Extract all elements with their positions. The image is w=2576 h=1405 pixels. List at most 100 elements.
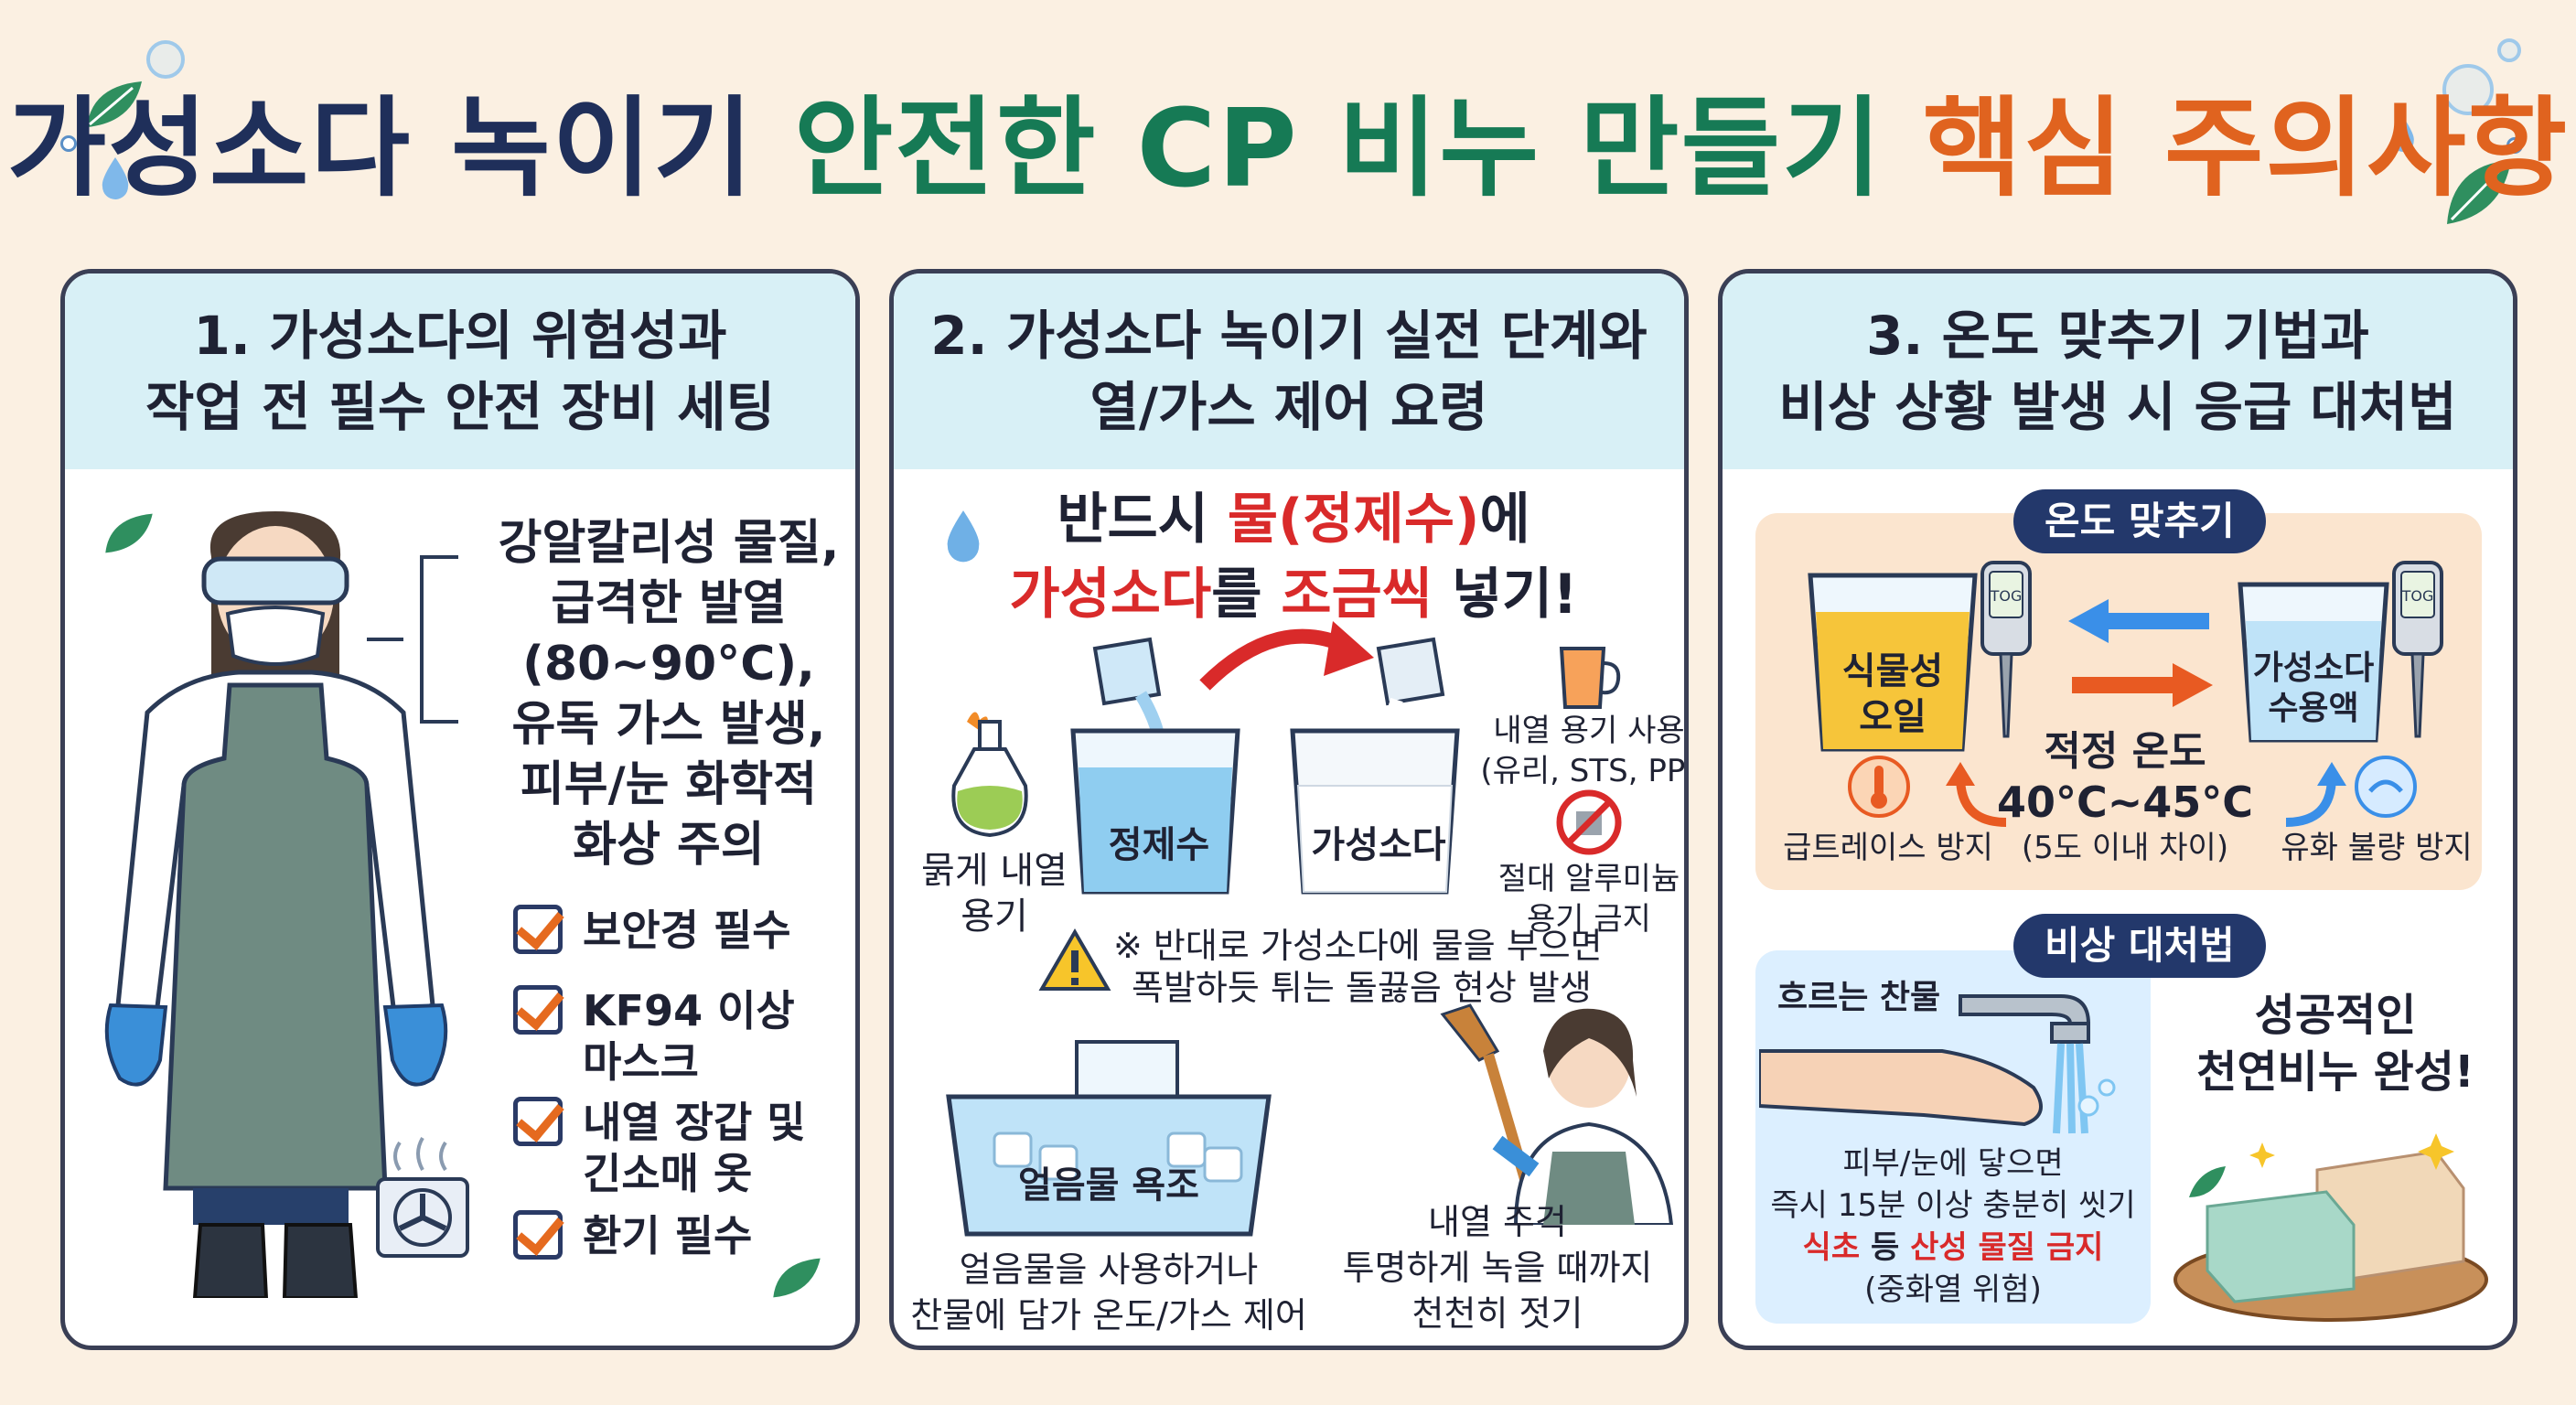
emergency-highlight: 식초 — [1802, 1229, 1861, 1266]
checkbox-checked-icon — [513, 1210, 563, 1260]
ice-bath-caption-line: 찬물에 담가 온도/가스 제어 — [910, 1295, 1307, 1335]
curved-arrow-icon — [2285, 762, 2346, 827]
curved-arrow-icon — [1946, 762, 2007, 827]
thermometer-icon: TOG — [1980, 561, 2032, 738]
no-aluminum-icon — [1556, 789, 1622, 855]
checklist-label: 내열 장갑 및 — [583, 1098, 806, 1147]
title-part-1: 가성소다 녹이기 — [6, 85, 794, 211]
checklist-label: 보안경 필수 — [583, 906, 791, 955]
leaf-icon — [87, 81, 142, 127]
oil-bottle-icon — [951, 712, 1028, 838]
ice-bath-caption-line: 얼음물을 사용하거나 — [959, 1249, 1259, 1290]
emergency-line: 등 — [1860, 1229, 1911, 1266]
oil-beaker-line: 식물성 — [1841, 650, 1944, 692]
water-drop-icon — [947, 510, 980, 563]
target-title: 적정 온도 — [2044, 728, 2206, 775]
dot-decoration — [60, 135, 77, 152]
bubble-decoration — [2497, 38, 2521, 62]
dot-decoration — [2506, 137, 2523, 154]
panel-2-heading: 2. 가성소다 녹이기 실전 단계와 열/가스 제어 요령 — [894, 273, 1684, 469]
orange-arrow-icon — [2072, 663, 2213, 707]
lye-beaker-label: 가성소다 수용액 — [2231, 649, 2396, 729]
bubble-decoration — [146, 40, 185, 79]
target-temperature: 적정 온도 40°C~45°C (5도 이내 차이) — [1970, 727, 2281, 868]
cold-emulsion-icon — [2355, 756, 2417, 818]
red-arrow-icon — [1199, 621, 1374, 691]
thermometer-readout: TOG — [1990, 587, 2023, 605]
rule-highlight: 가성소다 — [1009, 563, 1212, 627]
hot-thermometer-icon — [1848, 756, 1910, 818]
rule-text: 넣기! — [1432, 563, 1578, 627]
checklist-label: KF94 이상 — [583, 986, 795, 1035]
oil-container-label: 묽게 내열 용기 — [903, 848, 1086, 939]
right-note: 유화 불량 방지 — [2281, 830, 2473, 866]
rule-highlight: 조금씩 — [1281, 563, 1433, 627]
stir-line: 내열 주걱 — [1428, 1202, 1567, 1242]
hazard-line: 강알칼리성 물질, — [498, 516, 840, 571]
panel-2-heading-line-2: 열/가스 제어 요령 — [1089, 376, 1488, 438]
hazard-line: (80~90°C), — [522, 637, 815, 692]
checkbox-checked-icon — [513, 905, 563, 954]
warning-icon — [1038, 928, 1111, 991]
beaker-water-label: 정제수 — [1108, 824, 1210, 866]
soap-bars-illustration — [2174, 1133, 2488, 1322]
stirring-person-illustration — [1440, 1003, 1674, 1225]
emergency-text: 피부/눈에 닿으면 즉시 15분 이상 충분히 씻기 식초 등 산성 물질 금지… — [1755, 1142, 2151, 1311]
panel-1-heading-line-2: 작업 전 필수 안전 장비 세팅 — [145, 376, 775, 438]
page-title: 가성소다 녹이기 안전한 CP 비누 만들기 핵심 주의사항 — [0, 84, 2576, 212]
panel-3-heading-line-1: 3. 온도 맞추기 기법과 — [1866, 305, 2369, 367]
checklist-item: 보안경 필수 — [513, 905, 791, 956]
thermometer-icon: TOG — [2392, 561, 2443, 738]
water-drop-icon — [102, 157, 129, 199]
rule-highlight: 물(정제수) — [1227, 488, 1480, 552]
target-note: (5도 이내 차이) — [2021, 830, 2229, 866]
title-part-3: 핵심 주의사항 — [1922, 85, 2570, 211]
panel-safety-equipment: 1. 가성소다의 위험성과 작업 전 필수 안전 장비 세팅 강알칼리성 물질,… — [60, 269, 860, 1350]
oil-label-line: 묽게 내열 — [921, 850, 1068, 892]
oil-beaker-line: 오일 — [1859, 696, 1927, 738]
warning-text: ※ 반대로 가성소다에 물을 부으면 폭발하듯 튀는 돌끓음 현상 발생 — [1113, 925, 1684, 1009]
warning-line: 폭발하듯 튀는 돌끓음 현상 발생 — [1132, 968, 1592, 1008]
oil-beaker-label: 식물성 오일 — [1801, 649, 1984, 740]
ice-bath-icon — [946, 1040, 1272, 1237]
blue-arrow-icon — [2068, 599, 2209, 643]
lye-beaker-icon — [2238, 582, 2389, 743]
target-range: 40°C~45°C — [1996, 778, 2254, 827]
heatproof-label: 내열 용기 사용 (유리, STS, PP) — [1479, 711, 1685, 791]
panel-temperature-emergency: 3. 온도 맞추기 기법과 비상 상황 발생 시 응급 대처법 온도 맞추기 식… — [1718, 269, 2517, 1350]
rule-text: 에 — [1479, 488, 1530, 552]
heatproof-line: 내열 용기 사용 — [1493, 713, 1685, 749]
ice-bath-caption: 얼음물을 사용하거나 찬물에 담가 온도/가스 제어 — [903, 1247, 1315, 1338]
bubble-decoration — [2442, 64, 2494, 115]
left-note: 급트레이스 방지 — [1783, 830, 1993, 866]
panel-1-heading: 1. 가성소다의 위험성과 작업 전 필수 안전 장비 세팅 — [65, 273, 855, 469]
beaker-water-icon — [1070, 637, 1240, 895]
stir-line: 천천히 젓기 — [1411, 1293, 1583, 1334]
panel-3-heading: 3. 온도 맞추기 기법과 비상 상황 발생 시 응급 대처법 — [1723, 273, 2513, 469]
no-aluminum-label: 절대 알루미늄 용기 금지 — [1479, 859, 1684, 939]
no-aluminum-line: 용기 금지 — [1527, 901, 1651, 938]
success-text: 성공적인 천연비누 완성! — [2162, 987, 2509, 1100]
panel-1-heading-line-1: 1. 가성소다의 위험성과 — [193, 305, 727, 367]
panel-3-heading-line-2: 비상 상황 발생 시 응급 대처법 — [1778, 376, 2457, 438]
water-drop-icon — [2392, 116, 2414, 152]
person-ppe-illustration — [104, 511, 448, 1298]
hazard-line: 유독 가스 발생, — [511, 697, 826, 752]
hazard-description: 강알칼리성 물질, 급격한 발열 (80~90°C), 유독 가스 발생, 피부… — [467, 513, 855, 875]
lye-beaker-line: 가성소다 — [2252, 649, 2375, 687]
emergency-line: 즉시 15분 이상 충분히 씻기 — [1770, 1187, 2136, 1224]
panel-2-heading-line-1: 2. 가성소다 녹이기 실전 단계와 — [930, 305, 1648, 367]
checklist-label: 환기 필수 — [583, 1211, 753, 1260]
emergency-line: 피부/눈에 닿으면 — [1842, 1145, 2064, 1182]
panel-dissolving-steps: 2. 가성소다 녹이기 실전 단계와 열/가스 제어 요령 반드시 물(정제수)… — [889, 269, 1689, 1350]
hazard-line: 화상 주의 — [573, 818, 765, 873]
success-line: 천연비누 완성! — [2196, 1046, 2474, 1098]
no-aluminum-line: 절대 알루미늄 — [1497, 861, 1680, 897]
temperature-pill: 온도 맞추기 — [2013, 489, 2266, 553]
ventilation-fan-icon — [376, 1136, 469, 1258]
hazard-line: 급격한 발열 — [551, 576, 787, 631]
thermometer-readout: TOG — [2401, 587, 2434, 605]
rule-text: 반드시 — [1057, 488, 1228, 552]
